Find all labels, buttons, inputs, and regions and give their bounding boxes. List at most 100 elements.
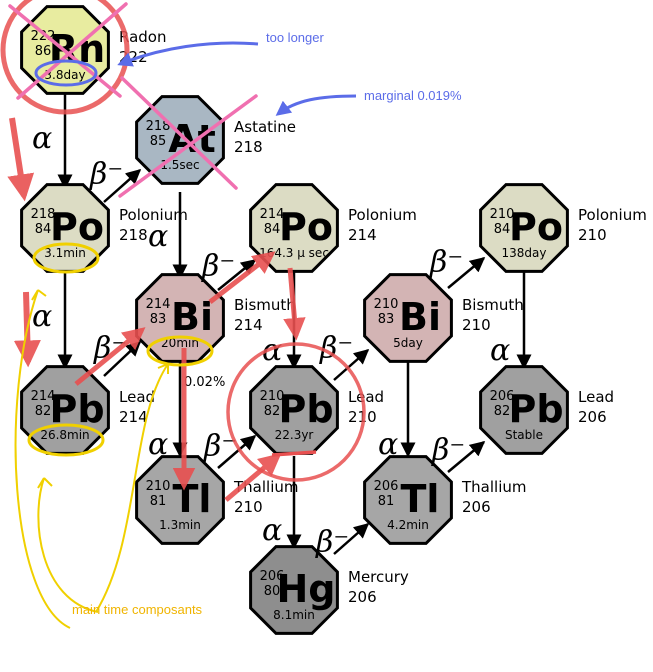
beta-label: β⁻: [89, 157, 123, 192]
mass-number: 214: [31, 389, 56, 404]
element-name: Mercury: [348, 568, 409, 586]
radon-cross-stroke: [8, 4, 122, 98]
element-name: Polonium: [119, 206, 188, 224]
main-path-arrow: [283, 267, 306, 341]
half-life: 8.1min: [273, 608, 315, 622]
atomic-number: 83: [378, 312, 395, 327]
main-path-arrow: [224, 453, 282, 502]
nuclide-octagon: [135, 95, 225, 185]
nuclide-octagon: [135, 455, 225, 545]
half-life: 164.3 μ sec: [259, 246, 329, 260]
element-symbol: Po: [50, 205, 104, 249]
beta-label: β⁻: [315, 525, 349, 560]
mass-number: 206: [490, 389, 515, 404]
arrow-tl206-pb206: [447, 441, 486, 473]
element-name: Lead: [578, 388, 614, 406]
half-life: 20min: [161, 336, 199, 350]
alpha-label: α: [262, 513, 282, 548]
element-symbol: Tl: [173, 477, 212, 521]
element-symbol: Pb: [278, 387, 333, 431]
po218-lifetime-highlight: [32, 242, 100, 274]
element-name: Bismuth: [462, 296, 524, 314]
atomic-number: 81: [378, 494, 395, 509]
mass-number: 218: [146, 119, 171, 134]
element-name: Polonium: [578, 206, 647, 224]
bi214-lifetime-highlight: [146, 335, 214, 367]
half-life: 4.2min: [387, 518, 429, 532]
half-life: 1.3min: [159, 518, 201, 532]
alpha-label: α: [378, 427, 398, 462]
main-path-arrow: [74, 327, 146, 386]
element-mass-label: 206: [578, 408, 607, 426]
element-mass-label: 210: [462, 316, 491, 334]
alpha-label: α: [32, 121, 52, 156]
alpha-label: α: [490, 333, 510, 368]
element-symbol: Po: [279, 205, 333, 249]
marginal-arrow: [275, 94, 357, 116]
yellow-curve: [31, 289, 47, 301]
atomic-number: 84: [264, 222, 281, 237]
alpha-label: α: [148, 219, 168, 254]
beta-label: β⁻: [201, 249, 235, 284]
element-symbol: Bi: [399, 295, 441, 339]
main-time-annotation: main time composants: [72, 602, 203, 617]
mass-number: 206: [260, 569, 285, 584]
alpha-label: α: [32, 299, 52, 334]
half-life: Stable: [505, 428, 543, 442]
half-life: 26.8min: [40, 428, 89, 442]
too-longer-annotation: too longer: [266, 30, 324, 45]
pink-crosses: [8, 2, 258, 198]
element-name: Astatine: [234, 118, 296, 136]
element-name: Bismuth: [234, 296, 296, 314]
element-name: Polonium: [348, 206, 417, 224]
astatine-cross-stroke: [118, 94, 258, 198]
atomic-number: 84: [35, 222, 52, 237]
radon-lifetime-highlight: [34, 59, 98, 87]
half-life: 3.8day: [44, 68, 85, 82]
element-name: Lead: [348, 388, 384, 406]
atomic-number: 86: [35, 44, 52, 59]
element-name: Lead: [119, 388, 155, 406]
too-longer-arrow: [117, 41, 259, 67]
alpha-label: α: [262, 333, 282, 368]
element-mass-label: 218: [119, 226, 148, 244]
yellow-annotation-curves: [14, 289, 169, 629]
element-mass-label: 210: [578, 226, 607, 244]
arrow-po218-at218: [103, 169, 142, 203]
branch-percent-label: 0.02%: [184, 375, 225, 390]
decay-type-labels: α β⁻ α β⁻ α β⁻ α β⁻ α α β⁻ β⁻ α β⁻ α β⁻ …: [32, 121, 510, 560]
nuclide-octagon: [249, 183, 339, 273]
element-mass-label: 214: [119, 408, 148, 426]
beta-label: β⁻: [431, 433, 465, 468]
alpha-label: α: [148, 427, 168, 462]
mass-number: 214: [146, 297, 171, 312]
half-life: 5day: [393, 336, 423, 350]
yellow-curve: [157, 363, 169, 374]
red-highlights: [0, 0, 366, 502]
element-symbol: Pb: [49, 387, 104, 431]
element-symbol: Tl: [401, 477, 440, 521]
yellow-curve: [14, 289, 71, 629]
element-name: Thallium: [461, 478, 526, 496]
decay-arrows: [57, 92, 532, 555]
yellow-highlights: [27, 242, 214, 457]
astatine-cross-stroke: [120, 76, 238, 190]
mass-number: 210: [146, 479, 171, 494]
main-path-arrow: [208, 251, 276, 304]
atomic-number: 84: [494, 222, 511, 237]
mass-number: 206: [374, 479, 399, 494]
atomic-number: 82: [494, 404, 511, 419]
arrow-bi210-po210: [447, 257, 486, 289]
element-mass-label: 218: [234, 138, 263, 156]
element-symbol: Bi: [171, 295, 213, 339]
lead210-highlight-circle: [226, 342, 366, 482]
mass-number: 210: [374, 297, 399, 312]
pb214-lifetime-highlight: [27, 423, 105, 457]
atomic-number: 81: [150, 494, 167, 509]
